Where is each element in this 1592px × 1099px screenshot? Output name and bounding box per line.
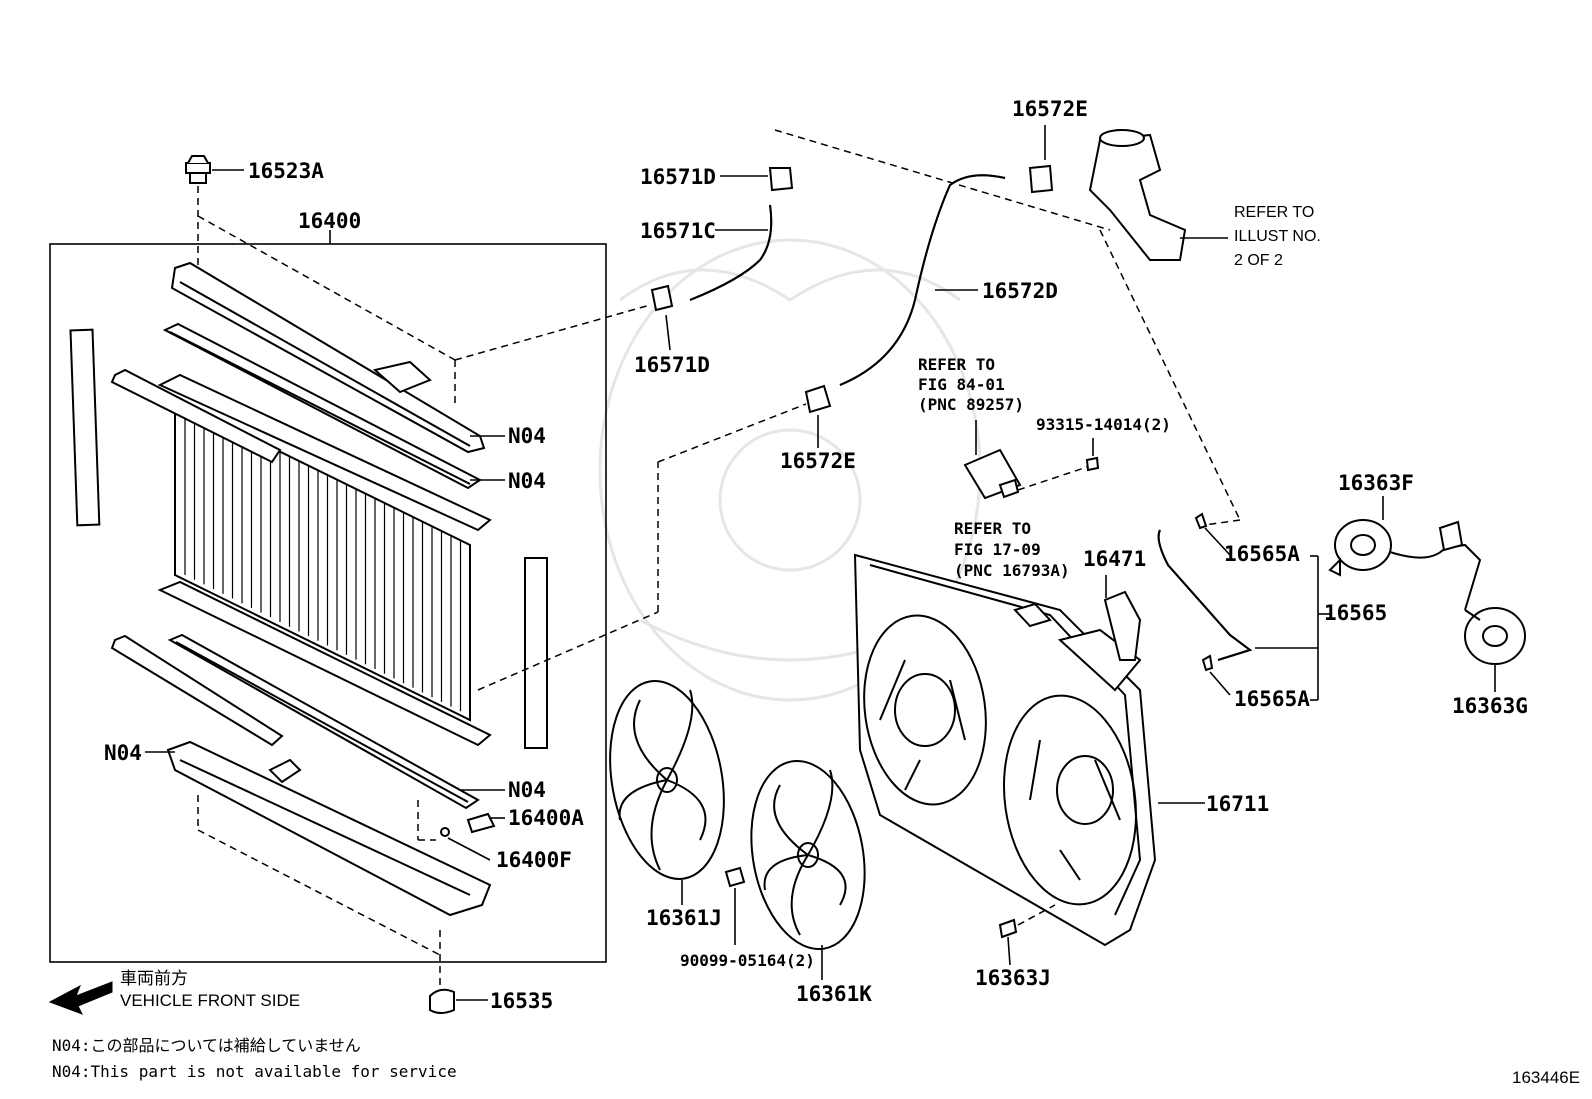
ref-fig84-2: FIG 84-01 xyxy=(918,375,1005,394)
label-16363F: 16363F xyxy=(1338,471,1414,495)
label-n04-3: N04 xyxy=(104,741,142,765)
upper-hose-group xyxy=(454,125,1241,691)
label-16363G: 16363G xyxy=(1452,694,1528,718)
clamp-16572E-bot xyxy=(804,384,832,414)
motor-16363F xyxy=(1328,496,1482,611)
label-90099: 90099-05164(2) xyxy=(680,951,815,970)
top-seal-strip xyxy=(110,368,282,464)
label-16523A: 16523A xyxy=(248,159,324,183)
sensor-group xyxy=(963,420,1100,500)
ref-illust-3: 2 OF 2 xyxy=(1234,252,1283,269)
fan-16361K xyxy=(750,759,866,980)
radiator-leaders xyxy=(145,169,505,1001)
ref-illust-2: ILLUST NO. xyxy=(1234,228,1321,245)
note-jp: N04:この部品については補給していません xyxy=(52,1036,361,1055)
label-16572E-top: 16572E xyxy=(1012,97,1088,121)
radiator-core xyxy=(157,373,492,747)
label-16471: 16471 xyxy=(1083,547,1146,571)
ref-illust-1: REFER TO xyxy=(1234,204,1314,221)
label-16565A-bot: 16565A xyxy=(1234,687,1310,711)
label-16400F: 16400F xyxy=(496,848,572,872)
direction-en: VEHICLE FRONT SIDE xyxy=(120,991,300,1010)
left-seal xyxy=(69,328,101,527)
fan-16361J xyxy=(609,680,725,905)
label-16711: 16711 xyxy=(1206,792,1269,816)
drain-plug-icon xyxy=(429,988,455,1014)
label-16571D-bot: 16571D xyxy=(634,353,710,377)
drain-cock-icon xyxy=(440,812,496,837)
radiator-cap-icon xyxy=(185,155,211,184)
front-direction-arrow-icon xyxy=(48,981,113,1015)
label-16572E-bot: 16572E xyxy=(780,449,856,473)
harness-16565 xyxy=(1157,512,1330,701)
clamp-16571D-bot xyxy=(650,284,674,312)
upper-tank xyxy=(170,261,486,454)
label-16400A: 16400A xyxy=(508,806,584,830)
direction-jp: 車両前方 xyxy=(120,969,188,988)
label-16361K: 16361K xyxy=(796,982,872,1006)
motor-16363G xyxy=(1464,607,1526,692)
label-16571C: 16571C xyxy=(640,219,716,243)
clamp-16571D-top xyxy=(768,167,794,192)
water-outlet-icon xyxy=(1088,129,1228,261)
label-16572D: 16572D xyxy=(982,279,1058,303)
figure-id: 163446E xyxy=(1512,1068,1580,1087)
ref-fig84-1: REFER TO xyxy=(918,355,995,374)
label-16363J: 16363J xyxy=(975,966,1051,990)
label-n04-4: N04 xyxy=(508,778,546,802)
radiator-group-box xyxy=(49,243,607,963)
label-16361J: 16361J xyxy=(646,906,722,930)
label-93315: 93315-14014(2) xyxy=(1036,415,1171,434)
radiator-assembly xyxy=(49,155,607,1014)
label-16565A-top: 16565A xyxy=(1224,542,1300,566)
label-16565: 16565 xyxy=(1324,601,1387,625)
bottom-seal-strip xyxy=(110,634,284,747)
ref-fig17-1: REFER TO xyxy=(954,519,1031,538)
label-n04-2: N04 xyxy=(508,469,546,493)
note-en: N04:This part is not available for servi… xyxy=(52,1062,457,1081)
ref-fig84-3: (PNC 89257) xyxy=(918,395,1024,414)
clamp-16572E-top xyxy=(1028,164,1054,194)
lower-tank xyxy=(166,740,492,917)
label-16400: 16400 xyxy=(298,209,361,233)
label-16571D-top: 16571D xyxy=(640,165,716,189)
label-16535: 16535 xyxy=(490,989,553,1013)
bolt-93315-icon xyxy=(1085,456,1100,472)
label-n04-1: N04 xyxy=(508,424,546,448)
bolt-16363J-icon xyxy=(998,904,1056,966)
right-seal xyxy=(524,557,548,749)
ref-fig17-2: FIG 17-09 xyxy=(954,540,1041,559)
ref-fig17-3: (PNC 16793A) xyxy=(954,561,1070,580)
fan-shroud-16711 xyxy=(853,553,1205,947)
nut-90099-icon xyxy=(724,866,746,945)
